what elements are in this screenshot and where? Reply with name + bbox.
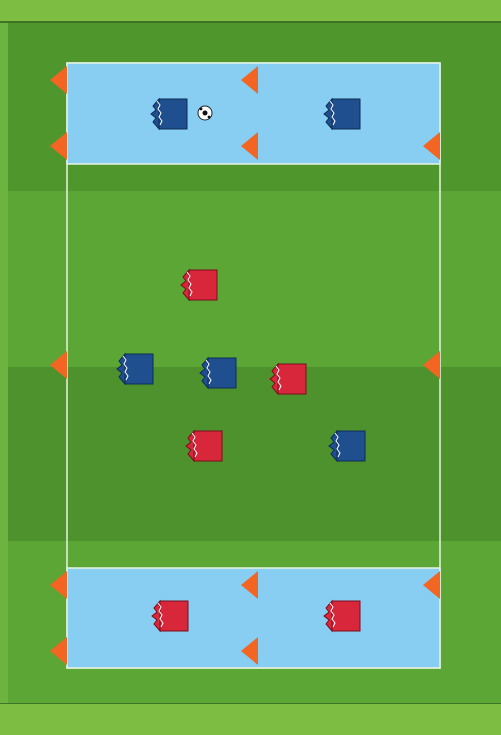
ball (198, 106, 212, 120)
red-player (152, 601, 188, 631)
blue-player (329, 431, 365, 461)
blue-player (117, 354, 153, 384)
blue-player (324, 99, 360, 129)
top-band (0, 0, 501, 22)
red-player (181, 270, 217, 300)
left-margin (0, 23, 8, 703)
bottom-band (0, 703, 501, 735)
red-player (186, 431, 222, 461)
grass-stripe (8, 367, 501, 541)
grass-stripe (8, 191, 501, 367)
blue-player (200, 358, 236, 388)
blue-player (151, 99, 187, 129)
red-player (324, 601, 360, 631)
red-player (270, 364, 306, 394)
